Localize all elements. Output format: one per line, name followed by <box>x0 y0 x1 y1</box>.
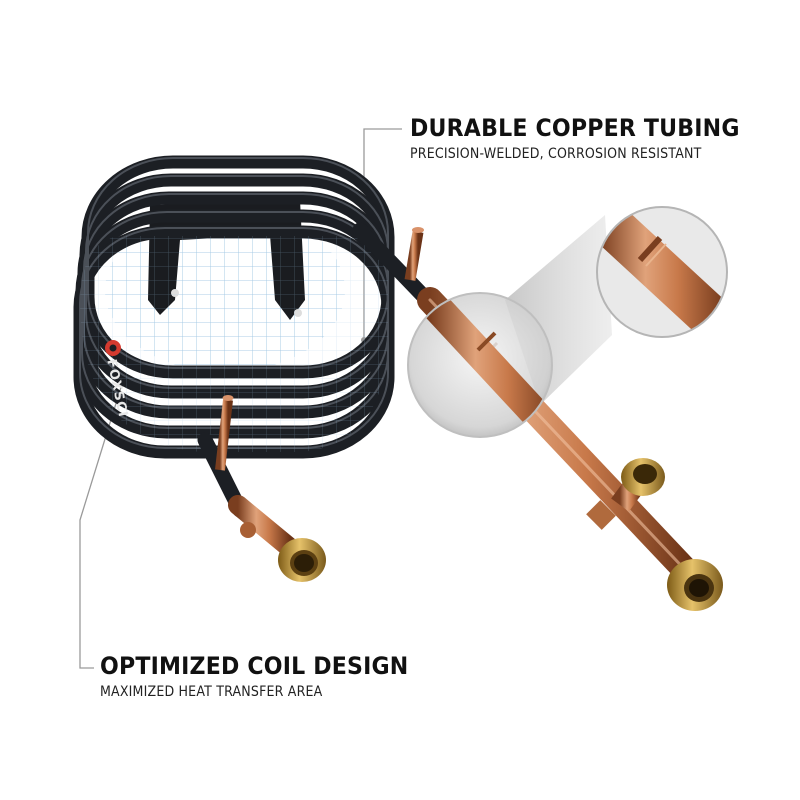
callout-coil-design: OPTIMIZED COIL DESIGN MAXIMIZED HEAT TRA… <box>100 652 435 701</box>
coil-assembly <box>73 155 395 459</box>
callout-heading: OPTIMIZED COIL DESIGN <box>100 652 409 680</box>
brass-fitting-tee <box>621 458 665 496</box>
brass-fitting-right <box>667 559 723 611</box>
weld-detail-zoom <box>596 206 728 338</box>
callout-subtext: MAXIMIZED HEAT TRANSFER AREA <box>100 684 323 700</box>
coil-inlet-pipe <box>197 395 300 558</box>
brass-fitting-left <box>278 538 326 582</box>
callout-copper-tubing: DURABLE COPPER TUBING PRECISION-WELDED, … <box>410 114 768 163</box>
callout-subtext: PRECISION-WELDED, CORROSION RESISTANT <box>410 146 702 162</box>
callout-heading: DURABLE COPPER TUBING <box>410 114 740 142</box>
